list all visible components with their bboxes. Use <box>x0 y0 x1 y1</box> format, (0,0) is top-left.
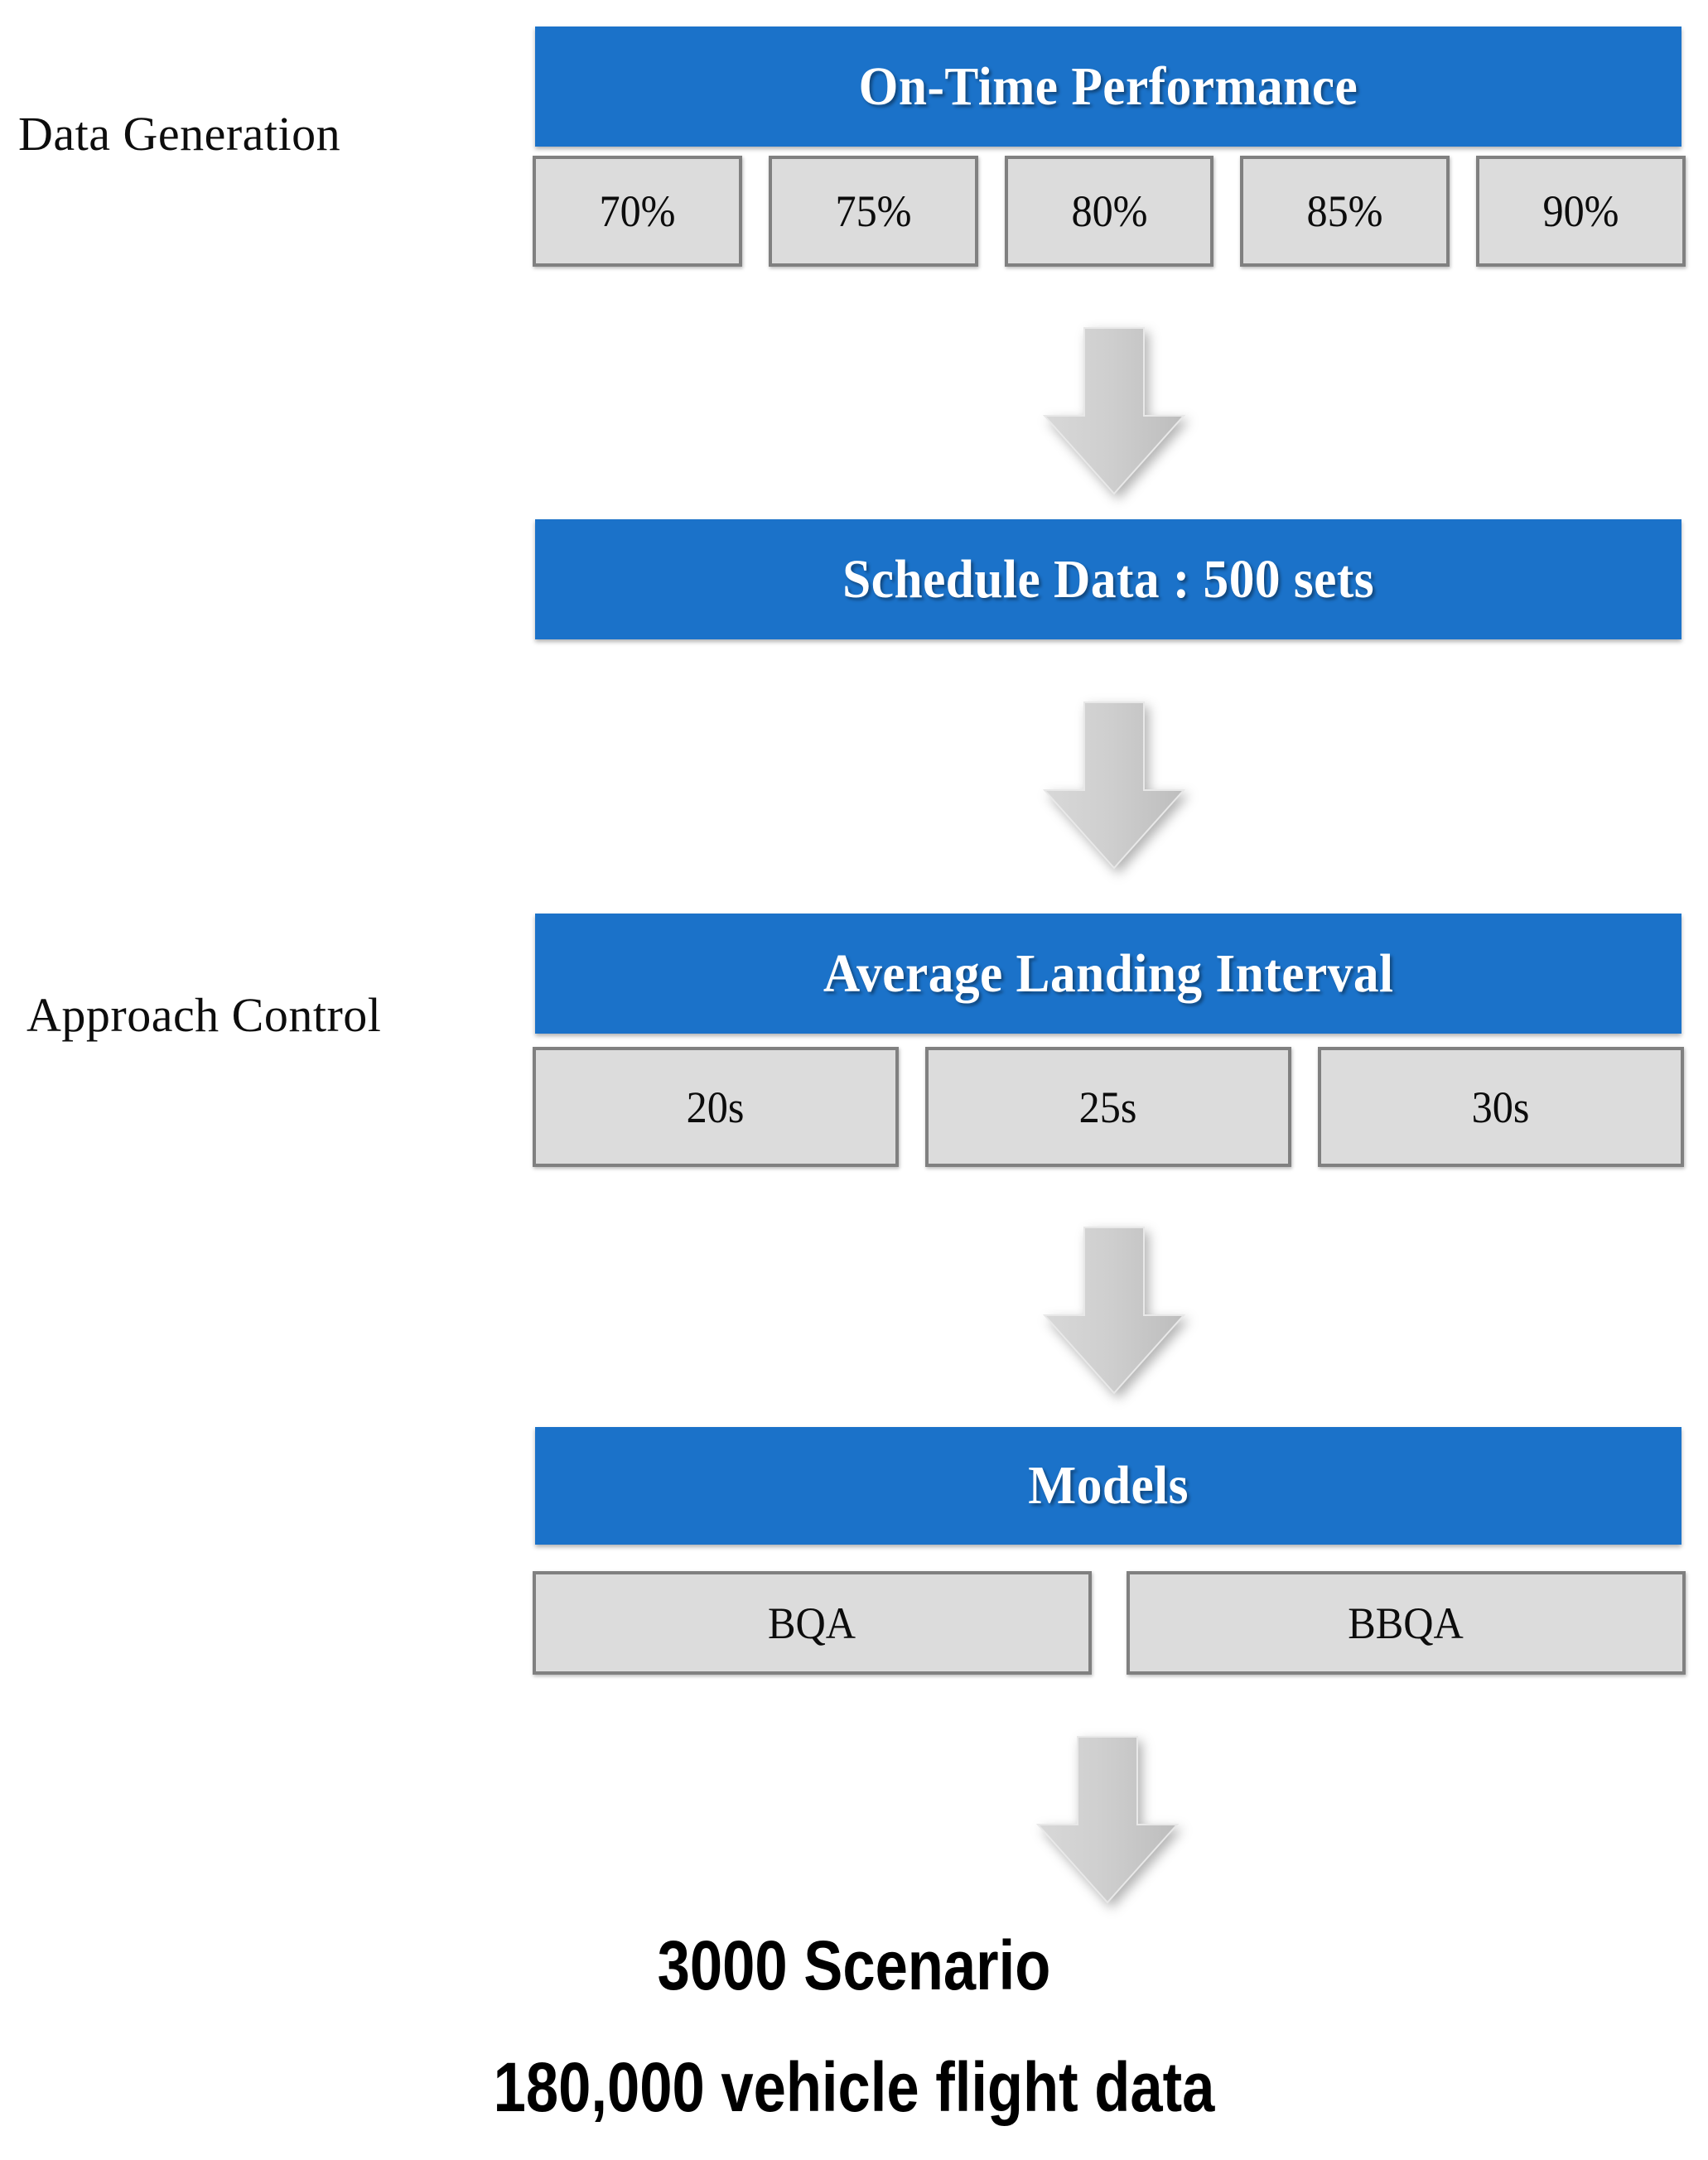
option-box-otp-75[interactable]: 75% <box>768 156 978 267</box>
header-bar-on-time-performance: On-Time Performance <box>535 27 1681 147</box>
option-box-model-bqa[interactable]: BQA <box>533 1571 1092 1675</box>
header-label-schedule-data: Schedule Data : 500 sets <box>842 548 1374 610</box>
option-box-otp-85[interactable]: 85% <box>1240 156 1450 267</box>
header-bar-schedule-data: Schedule Data : 500 sets <box>535 519 1681 639</box>
option-box-otp-90[interactable]: 90% <box>1476 156 1686 267</box>
option-row-landing-interval: 20s 25s 30s <box>533 1047 1686 1167</box>
summary-flight-data-count: 180,000 vehicle flight data <box>493 2048 1215 2126</box>
option-box-model-bbqa[interactable]: BBQA <box>1127 1571 1686 1675</box>
header-label-models: Models <box>1028 1455 1189 1516</box>
option-label: 90% <box>1542 186 1619 236</box>
header-bar-average-landing-interval: Average Landing Interval <box>535 914 1681 1034</box>
option-label: 80% <box>1070 186 1148 236</box>
stage-label-approach-control: Approach Control <box>27 988 382 1042</box>
down-arrow-icon <box>1036 1736 1179 1904</box>
option-label: 70% <box>599 186 676 236</box>
option-box-otp-80[interactable]: 80% <box>1004 156 1214 267</box>
option-box-interval-25s[interactable]: 25s <box>925 1047 1291 1167</box>
option-label: 75% <box>835 186 912 236</box>
down-arrow-icon <box>1043 327 1185 495</box>
option-box-otp-70[interactable]: 70% <box>533 156 742 267</box>
option-label: 25s <box>1079 1082 1137 1132</box>
option-box-interval-20s[interactable]: 20s <box>533 1047 899 1167</box>
option-box-interval-30s[interactable]: 30s <box>1318 1047 1684 1167</box>
stage-label-data-generation: Data Generation <box>18 107 341 161</box>
down-arrow-icon <box>1043 1227 1185 1395</box>
header-bar-models: Models <box>535 1427 1681 1545</box>
header-label-on-time-performance: On-Time Performance <box>858 55 1358 117</box>
header-label-average-landing-interval: Average Landing Interval <box>823 943 1394 1004</box>
option-label: 20s <box>687 1082 745 1132</box>
option-label: BQA <box>768 1598 856 1648</box>
option-row-on-time-performance: 70% 75% 80% 85% 90% <box>533 156 1686 267</box>
down-arrow-icon <box>1043 702 1185 870</box>
option-row-models: BQA BBQA <box>533 1571 1686 1675</box>
option-label: BBQA <box>1348 1598 1464 1648</box>
option-label: 30s <box>1472 1082 1530 1132</box>
summary-scenario-count: 3000 Scenario <box>657 1926 1051 2004</box>
option-label: 85% <box>1306 186 1383 236</box>
